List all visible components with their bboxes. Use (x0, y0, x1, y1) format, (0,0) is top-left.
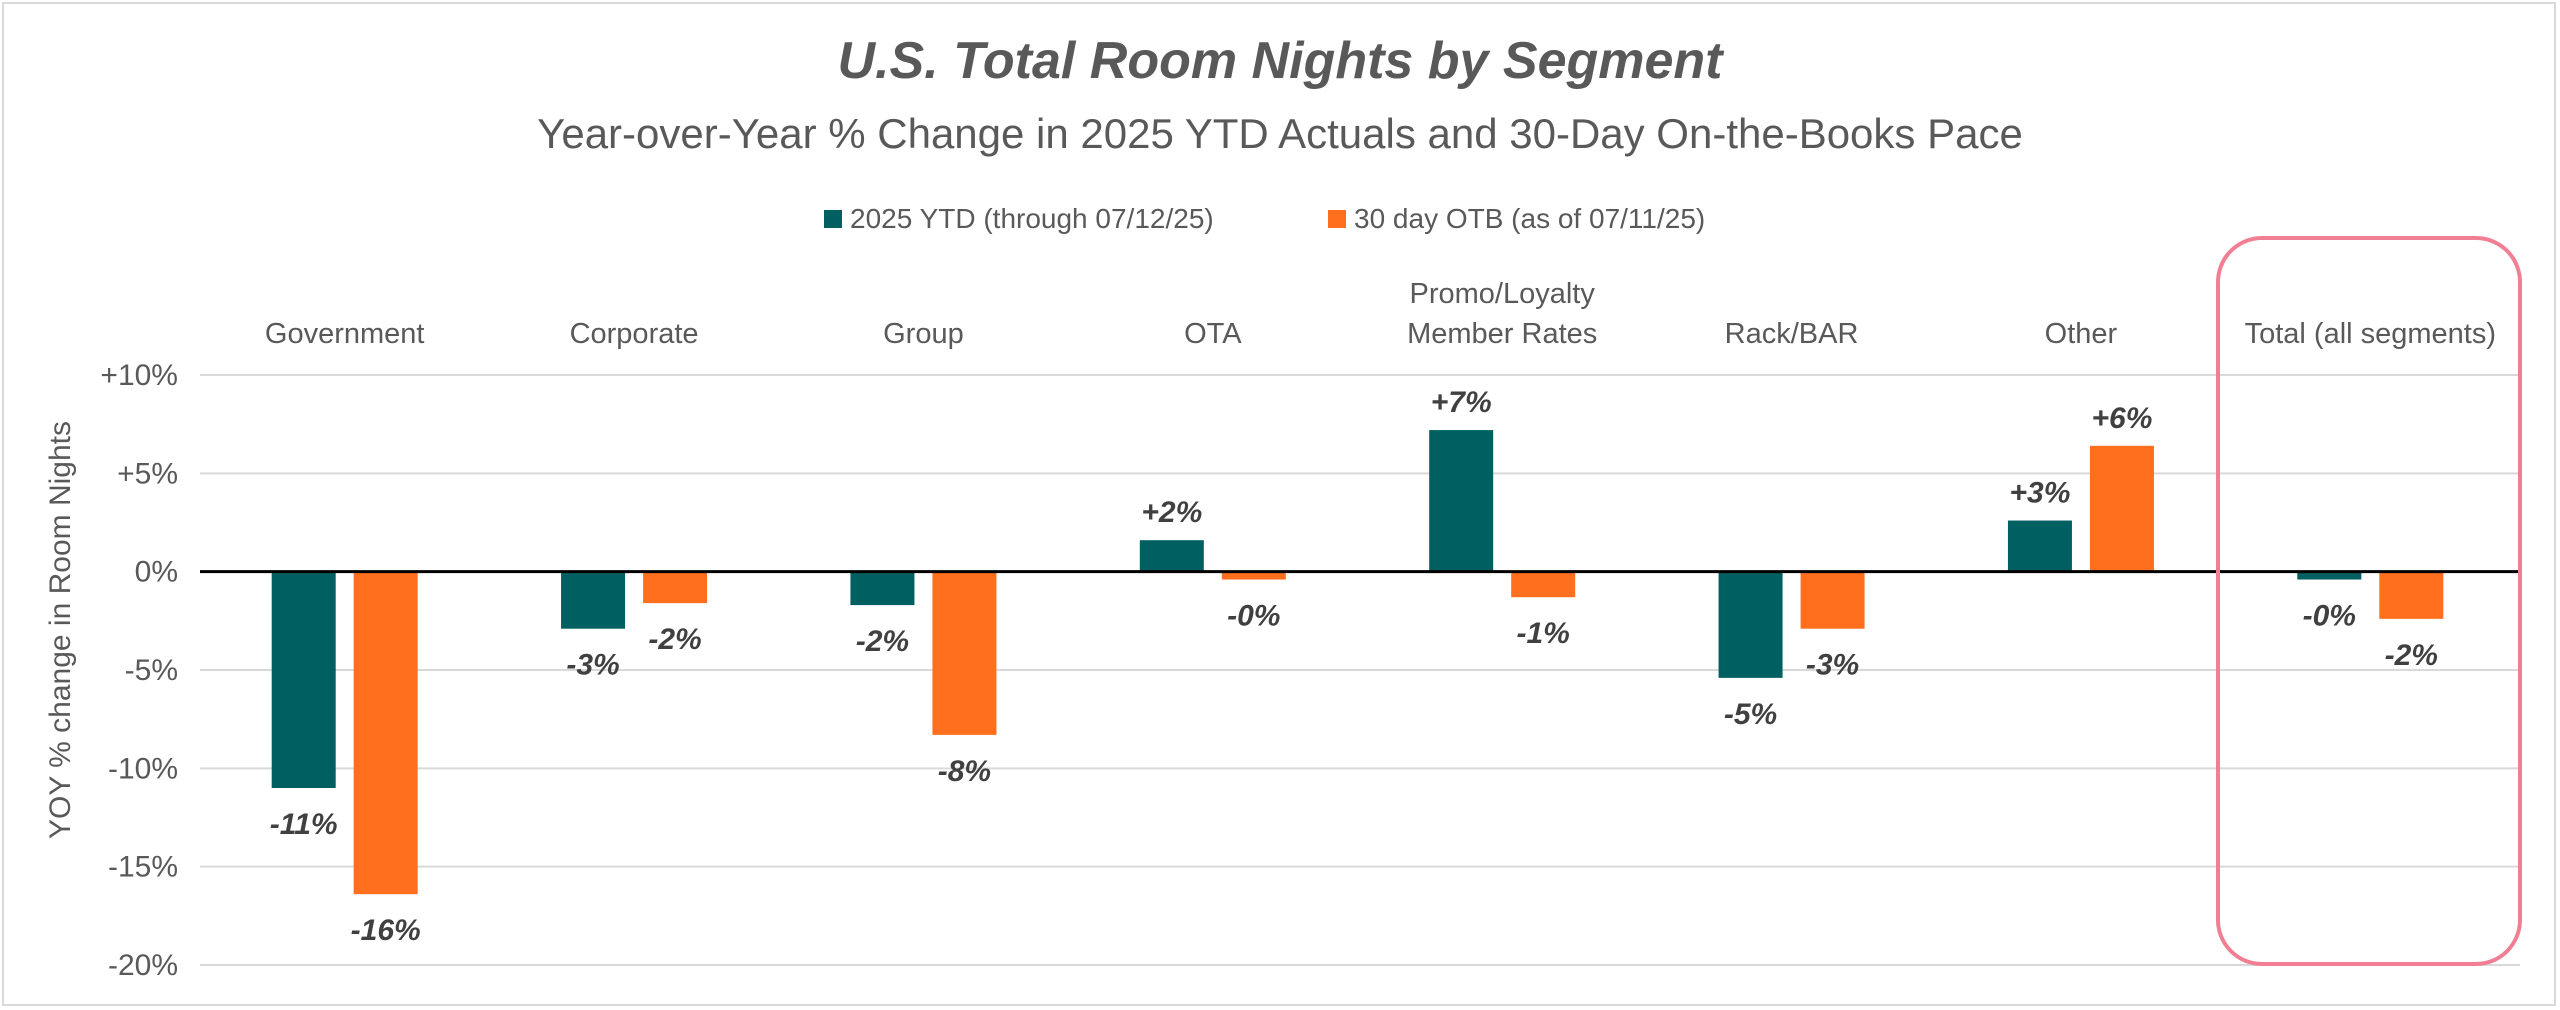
bar-otb (1221, 571, 1286, 580)
legend-swatch-ytd (824, 210, 842, 228)
bars (271, 430, 2444, 895)
gridlines (200, 374, 2520, 966)
chart-title: U.S. Total Room Nights by Segment (837, 32, 1725, 90)
data-label: -2% (2385, 639, 2438, 672)
category-label: Promo/Loyalty (1410, 278, 1596, 310)
y-tick-label: 0% (135, 556, 178, 589)
category-label: Government (265, 318, 425, 350)
data-label: -2% (648, 623, 701, 656)
category-labels: Government Corporate Group OTA Promo/Loyalty… (265, 278, 2496, 350)
y-tick-label: -15% (108, 851, 178, 884)
data-label: -1% (1517, 617, 1570, 650)
bar-ytd (1718, 571, 1783, 678)
bar-ytd (1429, 430, 1494, 572)
bar-ytd (850, 571, 915, 606)
legend: 2025 YTD (through 07/12/25) 30 day OTB (… (824, 203, 1705, 234)
legend-swatch-otb (1328, 210, 1346, 228)
category-label: Other (2045, 318, 2118, 350)
bar-ytd (2007, 520, 2072, 572)
y-axis-ticks: +10% +5% 0% -5% -10% -15% -20% (100, 359, 178, 982)
bar-otb (353, 571, 418, 895)
data-label: +3% (2009, 477, 2070, 510)
y-tick-label: +5% (117, 457, 178, 490)
category-label: OTA (1184, 318, 1242, 350)
legend-label-otb: 30 day OTB (as of 07/11/25) (1354, 203, 1705, 234)
bar-ytd (2297, 571, 2362, 580)
data-label: -11% (270, 808, 338, 841)
data-label: -3% (1806, 649, 1859, 682)
bar-otb (2379, 571, 2444, 619)
data-label: -5% (1724, 698, 1777, 731)
data-label: -0% (1227, 600, 1280, 633)
data-label: +7% (1431, 386, 1492, 419)
category-label: Group (883, 318, 964, 350)
bar-otb (1511, 571, 1576, 598)
data-label: -3% (566, 649, 619, 682)
category-label: Total (all segments) (2245, 318, 2496, 350)
data-labels: -11% -16% -3% -2% -2% -8% +2% -0% +7% -1% -5% -3% +3… (270, 386, 2438, 947)
y-tick-label: +10% (100, 359, 178, 392)
data-label: -16% (351, 914, 421, 947)
category-label: Rack/BAR (1725, 318, 1859, 350)
bar-otb (1800, 571, 1865, 629)
bar-ytd (561, 571, 626, 629)
category-label: Corporate (570, 318, 699, 350)
data-label: -8% (938, 755, 991, 788)
bar-otb (643, 571, 708, 604)
data-label: -0% (2303, 600, 2356, 633)
y-tick-label: -5% (125, 654, 178, 687)
bar-ytd (1139, 540, 1204, 572)
data-label: +2% (1141, 496, 1202, 529)
bar-ytd (271, 571, 336, 788)
chart-subtitle: Year-over-Year % Change in 2025 YTD Actu… (537, 110, 2023, 157)
category-label: Member Rates (1407, 318, 1597, 350)
y-tick-label: -10% (108, 752, 178, 785)
y-axis-label: YOY % change in Room Nights (44, 421, 77, 839)
data-label: -2% (856, 625, 909, 658)
total-highlight-box (2216, 236, 2522, 966)
legend-label-ytd: 2025 YTD (through 07/12/25) (850, 203, 1214, 234)
bar-otb (932, 571, 997, 735)
bar-otb (2089, 445, 2154, 572)
data-label: +6% (2091, 402, 2152, 435)
y-tick-label: -20% (108, 949, 178, 982)
